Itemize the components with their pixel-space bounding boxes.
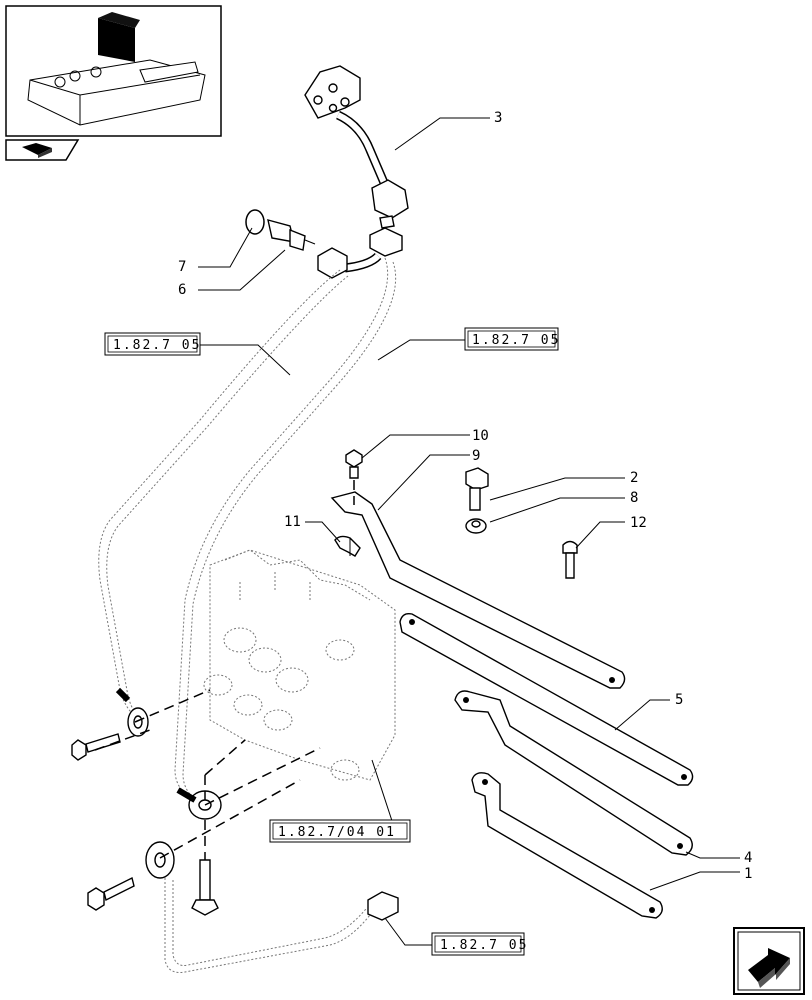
washer-8 — [465, 518, 487, 534]
ref-box-4[interactable]: 1.82.7 05 — [431, 932, 528, 956]
next-page-button[interactable] — [733, 927, 805, 995]
bracket-5 — [399, 612, 694, 786]
leader-lines — [198, 117, 740, 946]
section-tab[interactable] — [5, 139, 80, 161]
ref-box-1[interactable]: 1.82.7 05 — [104, 332, 201, 356]
bolt-10 — [345, 449, 363, 505]
callout-1: 1 — [744, 866, 752, 882]
bracket-9 — [330, 491, 626, 689]
sensor-switch — [245, 209, 316, 251]
callout-10: 10 — [472, 428, 489, 444]
bolt-12 — [562, 540, 578, 579]
ref-box-2[interactable]: 1.82.7 05 — [464, 327, 560, 351]
pipe-upper — [304, 65, 409, 279]
callout-9: 9 — [472, 448, 480, 464]
banjo-fitting-middle — [176, 787, 222, 820]
callout-11: 11 — [284, 514, 301, 530]
section-book-icon — [22, 143, 52, 158]
callout-2: 2 — [630, 470, 638, 486]
banjo-fitting-left — [115, 687, 149, 737]
callout-8: 8 — [630, 490, 638, 506]
ref-link-1: 1.82.7 05 — [113, 338, 201, 353]
bracket-1 — [471, 772, 663, 919]
bolt-lower-left — [87, 876, 135, 911]
bolt-left — [71, 733, 121, 761]
alignment-dashes — [94, 689, 321, 860]
pipe-lower — [164, 878, 399, 973]
ref-link-2: 1.82.7 05 — [472, 333, 560, 348]
ref-link-4: 1.82.7 05 — [440, 938, 528, 953]
callout-4: 4 — [744, 850, 752, 866]
banjo-fitting-lower — [145, 841, 175, 879]
valve-block — [203, 549, 396, 781]
bracket-4 — [454, 690, 693, 856]
callout-12: 12 — [630, 515, 647, 531]
clip-11 — [334, 535, 361, 557]
ref-link-3: 1.82.7/04 01 — [278, 825, 396, 840]
thumbnail-image — [27, 12, 206, 126]
thumbnail-frame[interactable] — [5, 5, 222, 137]
callout-3: 3 — [494, 110, 502, 126]
bolt-2 — [465, 467, 489, 511]
pipe-ghost-right — [174, 257, 397, 805]
callout-6: 6 — [178, 282, 186, 298]
bolt-lower-vertical — [191, 859, 219, 916]
ref-box-3[interactable]: 1.82.7/04 01 — [269, 819, 411, 843]
callout-5: 5 — [675, 692, 683, 708]
callout-7: 7 — [178, 259, 186, 275]
next-page-arrow-icon — [748, 948, 790, 988]
